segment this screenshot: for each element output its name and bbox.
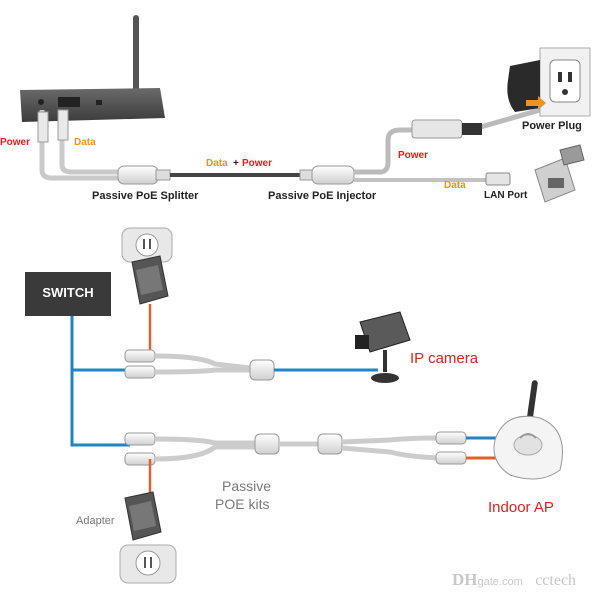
injector-power-cable: [354, 107, 541, 175]
watermark-gate: gate.com: [477, 576, 523, 588]
adapter-bottom-icon: [124, 491, 162, 541]
switch-camera-cable: [70, 316, 130, 372]
power-plug-icon: [507, 47, 591, 117]
router-power-cable: [39, 110, 120, 181]
router-icon: [20, 15, 165, 122]
lan-port-label: LAN Port: [484, 190, 528, 201]
switch-label: SWITCH: [42, 285, 94, 300]
router-data-cable: [59, 110, 120, 175]
lan-port-icon: [534, 144, 585, 203]
switch-box: [25, 272, 111, 316]
plus-label: +: [233, 158, 239, 169]
wall-outlet-bottom-icon: [119, 544, 177, 584]
ip-camera-icon: [355, 311, 411, 383]
passive-label-2: POE kits: [215, 496, 270, 512]
switch-ap-cable: [70, 370, 130, 447]
data-label-mid: Data: [206, 158, 228, 169]
adapter-label: Adapter: [76, 515, 115, 527]
watermark-cctech: cctech: [535, 572, 577, 589]
data-label-left: Data: [74, 137, 96, 148]
power-label-left: Power: [0, 137, 31, 148]
watermark-dh: DH: [452, 570, 478, 589]
poe-injector-icon: [299, 165, 355, 185]
splitter-label: Passive PoE Splitter: [92, 190, 199, 202]
power-plug-label: Power Plug: [522, 120, 582, 132]
indoor-ap-label: Indoor AP: [488, 499, 554, 516]
power-label-mid: Power: [242, 158, 273, 169]
power-label-right: Power: [398, 150, 429, 161]
ip-camera-label: IP camera: [410, 350, 479, 367]
injector-label: Passive PoE Injector: [268, 190, 377, 202]
indoor-ap-icon: [493, 380, 563, 480]
passive-label-1: Passive: [222, 478, 272, 494]
watermark: DHgate.com cctech: [452, 570, 576, 590]
data-label-right: Data: [444, 180, 466, 191]
wall-outlet-top-icon: [121, 227, 173, 263]
poe-splitter-icon: [117, 165, 171, 185]
adapter-top-icon: [131, 255, 169, 305]
